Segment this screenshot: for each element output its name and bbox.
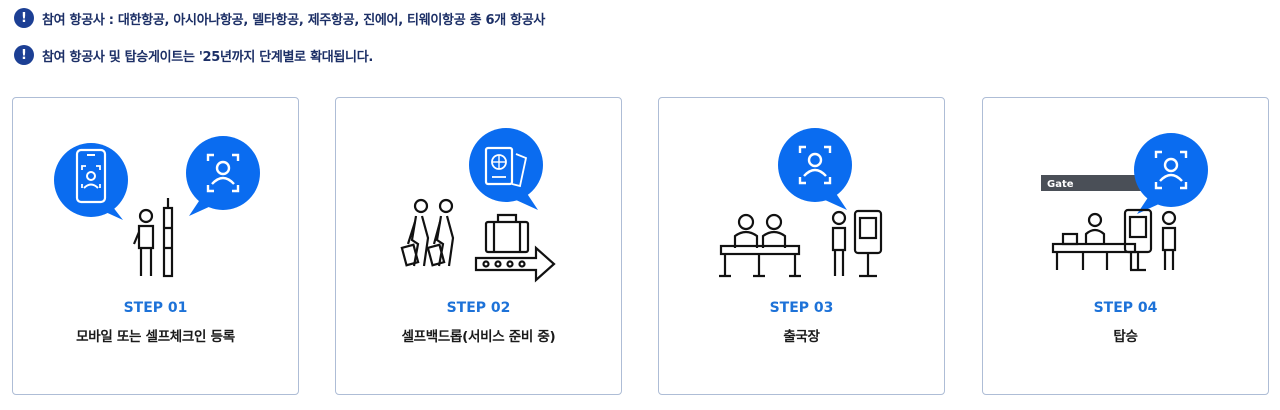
step-label: STEP 01 [123,300,188,316]
step-description: 출국장 [783,329,820,345]
step-3-illustration [719,128,883,278]
boarding-counter-icon [1051,208,1177,272]
gate-sign-text: Gate [1047,179,1074,190]
step-description: 셀프백드롭(서비스 준비 중) [401,329,556,345]
queue-barrier-icon [719,213,801,278]
step-description: 탑승 [1113,329,1138,345]
step-card-1: STEP 01 모바일 또는 셀프체크인 등록 [12,97,299,395]
passport-bubble-icon [469,128,543,210]
step-card-4: Gate STEP 04 탑승 [982,97,1269,395]
step-card-3: STEP 03 출국장 [658,97,945,395]
notice-text: 참여 항공사 : 대한항공, 아시아나항공, 델타항공, 제주항공, 진에어, … [42,12,546,28]
notice-airlines: ! 참여 항공사 : 대한항공, 아시아나항공, 델타항공, 제주항공, 진에어… [14,8,545,28]
kiosk-icon [831,209,883,278]
step-label: STEP 04 [1093,300,1158,316]
gate-sign-icon: Gate [1041,175,1141,191]
step-1-illustration [54,136,260,278]
exclamation-icon: ! [14,45,34,65]
step-4-illustration: Gate [1041,133,1208,272]
notice-expansion: ! 참여 항공사 및 탑승게이트는 '25년까지 단계별로 확대됩니다. [14,45,373,65]
exclamation-icon: ! [14,8,34,28]
face-scan-bubble-icon [186,136,260,216]
face-scan-bubble-icon [1134,133,1208,214]
step-label: STEP 03 [769,300,834,316]
smartphone-face-scan-icon [54,143,128,220]
traveler-at-checkin-icon [132,198,174,278]
notice-text: 참여 항공사 및 탑승게이트는 '25년까지 단계별로 확대됩니다. [42,49,374,65]
baggage-conveyor-icon [474,213,556,283]
step-card-2: STEP 02 셀프백드롭(서비스 준비 중) [335,97,622,395]
step-label: STEP 02 [446,300,511,316]
travelers-with-luggage-icon [400,198,455,267]
face-scan-bubble-icon [778,128,852,210]
step-description: 모바일 또는 셀프체크인 등록 [76,329,235,345]
step-2-illustration [400,128,556,283]
